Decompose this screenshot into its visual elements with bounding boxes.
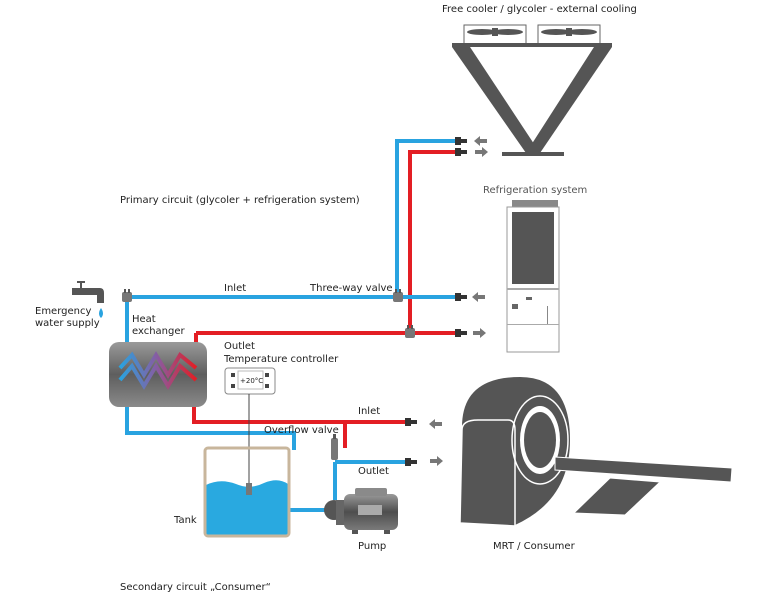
- emergency-water-supply-label-1: Emergency: [35, 306, 92, 317]
- flow-arrows: [429, 136, 488, 466]
- valve-icon: [405, 325, 415, 338]
- controller-display-value: +20°C: [240, 377, 264, 385]
- mrt-scanner: [459, 377, 733, 527]
- primary-circuit-label: Primary circuit (glycoler + refrigeratio…: [120, 195, 360, 206]
- arrow-right-icon: [473, 328, 486, 338]
- pipe-connectors: [405, 137, 467, 466]
- arrow-right-icon: [475, 147, 488, 157]
- arrow-left-icon: [429, 419, 442, 429]
- consumer-label: MRT / Consumer: [493, 541, 575, 552]
- water-tap-icon: [72, 281, 104, 303]
- pump-label: Pump: [358, 541, 387, 552]
- fan-icon: [467, 28, 523, 36]
- primary-inlet-label: Inlet: [224, 283, 247, 294]
- arrow-left-icon: [474, 136, 487, 146]
- secondary-circuit-label: Secondary circuit „Consumer“: [120, 582, 271, 593]
- arrow-right-icon: [430, 456, 443, 466]
- pump: [324, 488, 398, 534]
- tank-label: Tank: [174, 515, 197, 526]
- overflow-valve-icon: [331, 434, 338, 460]
- secondary-inlet-label: Inlet: [358, 406, 381, 417]
- tank: [203, 446, 291, 538]
- free-cooler: [452, 24, 612, 156]
- refrigeration-system-label: Refrigeration system: [483, 185, 588, 196]
- emergency-water-supply-label-2: water supply: [35, 318, 100, 329]
- temperature-controller-label: Temperature controller: [224, 354, 339, 365]
- overflow-valve-label: Overflow valve: [264, 425, 339, 436]
- three-way-valve-icon: [393, 289, 403, 302]
- valve-icon: [122, 289, 132, 302]
- primary-outlet-label: Outlet: [224, 341, 255, 352]
- fan-icon: [541, 28, 597, 36]
- heat-exchanger-label-1: Heat: [132, 314, 156, 325]
- free-cooler-label: Free cooler / glycoler - external coolin…: [442, 4, 637, 15]
- arrow-left-icon: [472, 292, 485, 302]
- three-way-valve-label: Three-way valve: [310, 283, 393, 294]
- water-drop-icon: [99, 308, 103, 318]
- heat-exchanger: [109, 342, 207, 407]
- secondary-outlet-label: Outlet: [358, 466, 389, 477]
- heat-exchanger-label-2: exchanger: [132, 326, 185, 337]
- refrigeration-system: [506, 200, 560, 353]
